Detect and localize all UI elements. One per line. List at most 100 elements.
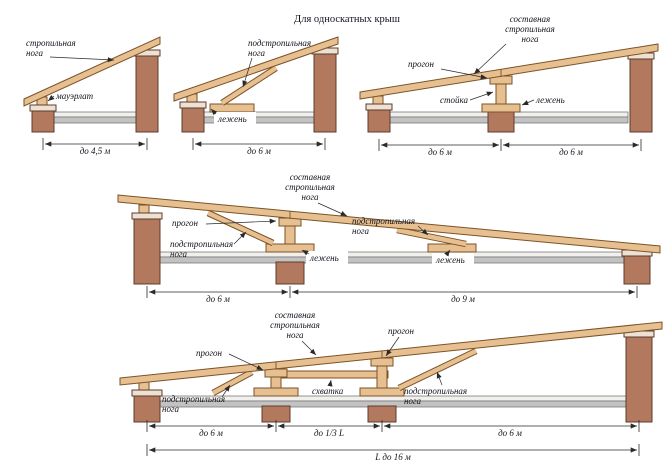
- label-composite-rafter: составная: [510, 14, 550, 24]
- leader-line: [469, 91, 494, 101]
- label-strut: подстропильная: [162, 394, 225, 404]
- left-wall: [365, 95, 393, 133]
- label-sleeper: лежень: [309, 253, 339, 263]
- leader-line: [228, 353, 264, 371]
- label-strut: нога: [162, 404, 179, 414]
- dimension-text: L до 16 м: [374, 452, 411, 462]
- leader-line: [417, 225, 429, 236]
- left-wall-cap: [131, 389, 163, 397]
- label-composite-rafter: стропильная: [505, 24, 555, 34]
- left-wall-cap: [365, 103, 393, 111]
- leader-line: [327, 379, 333, 387]
- leader-line: [301, 340, 317, 356]
- leader-line: [436, 371, 443, 386]
- left-wall-body: [367, 109, 391, 133]
- label-background: [214, 112, 256, 124]
- leader-line: [473, 43, 507, 75]
- left-wall: [131, 204, 163, 285]
- ceiling-slab: [159, 395, 627, 402]
- leader-line: [385, 336, 400, 357]
- strut-beam: [211, 369, 254, 396]
- dimension-text: до 6 м: [199, 428, 223, 438]
- label-strut: нога: [404, 396, 421, 406]
- strut-beam: [396, 226, 467, 248]
- left-wall: [131, 381, 163, 423]
- middle-pier: [261, 405, 291, 423]
- middle-pier: [367, 405, 397, 423]
- label-composite-rafter: составная: [290, 172, 330, 182]
- right-wall-body: [623, 255, 651, 285]
- label-purlin: прогон: [388, 326, 415, 336]
- rafter-beam: [359, 43, 659, 100]
- sleeper-beam: [427, 243, 477, 253]
- label-composite-rafter: нога: [302, 192, 319, 202]
- leader-line: [444, 249, 451, 257]
- dimension-text: до 6 м: [559, 147, 583, 157]
- right-wall-body: [629, 58, 653, 133]
- leader-line: [317, 202, 348, 217]
- left-wall-cap: [131, 212, 163, 220]
- tie-beam: [275, 370, 389, 379]
- leader-line: [521, 99, 535, 106]
- label-sleeper: лежень: [435, 255, 465, 265]
- leader-line: [205, 218, 277, 225]
- sleeper-beam: [209, 103, 255, 113]
- figure-title: Для односкатных крыш: [294, 14, 400, 25]
- left-wall: [29, 96, 57, 133]
- label-composite-rafter: стропильная: [285, 182, 335, 192]
- left-wall-cap: [179, 101, 207, 109]
- leader-line: [210, 108, 218, 116]
- right-wall: [311, 47, 339, 133]
- ceiling-slab: [53, 116, 137, 124]
- post-beam: [376, 365, 388, 389]
- dimension-text: до 1/3 L: [314, 428, 344, 438]
- label-background: [432, 253, 474, 266]
- dimension-text: до 6 м: [428, 147, 452, 157]
- diagram-upto-4-5m: стропильная нога мауэрлат до 4,5 м: [23, 36, 161, 156]
- dimension: до 6 м: [192, 138, 326, 156]
- dimension-text: до 6 м: [206, 294, 230, 304]
- right-wall: [627, 52, 655, 133]
- rafter-beam: [117, 194, 661, 254]
- label-composite-rafter: нога: [287, 330, 304, 340]
- purlin-beam: [264, 368, 288, 378]
- right-wall-body: [135, 55, 159, 133]
- ceiling-slab: [159, 256, 625, 264]
- label-sleeper: лежень: [217, 114, 247, 124]
- label-sleeper: лежень: [535, 95, 565, 105]
- label-strut: нога: [352, 226, 369, 236]
- dimension: до 4,5 м: [42, 138, 148, 156]
- rafter-beam: [23, 36, 161, 107]
- label-post: стойка: [440, 95, 468, 105]
- label-rafter-leg: нога: [26, 48, 43, 58]
- dimension: до 6 м до 9 м: [146, 286, 638, 304]
- label-strut: подстропильная: [170, 239, 233, 249]
- right-wall-body: [313, 53, 337, 133]
- post-beam: [495, 83, 507, 105]
- right-wall: [621, 249, 653, 285]
- label-strut: подстропильная: [352, 216, 415, 226]
- label-composite-rafter: стропильная: [270, 320, 320, 330]
- right-wall: [623, 330, 655, 423]
- label-strut: подстропильная: [248, 38, 311, 48]
- strut-beam: [206, 210, 275, 246]
- dimension: до 6 м до 1/3 L до 6 м L до 16 м: [146, 420, 640, 462]
- label-composite-rafter: нога: [522, 34, 539, 44]
- middle-pier: [487, 111, 515, 133]
- dimension-text: до 4,5 м: [80, 146, 111, 156]
- label-background: [306, 251, 348, 264]
- diagram-upto-6m: подстропильная нога лежень до 6 м: [173, 36, 339, 156]
- label-strut: нога: [170, 249, 187, 259]
- leader-line: [221, 384, 231, 398]
- left-wall-cap: [29, 104, 57, 112]
- sleeper-beam: [265, 243, 315, 253]
- label-composite-rafter: составная: [275, 310, 315, 320]
- label-purlin: прогон: [408, 59, 435, 69]
- label-purlin: прогон: [172, 218, 199, 228]
- sleeper-beam: [481, 103, 521, 113]
- rafter-beam: [173, 36, 339, 102]
- diagram-upto-16m: составная стропильная нога прогон прогон…: [119, 310, 663, 462]
- mauerlat-beam: [138, 204, 150, 214]
- sleeper-beam: [359, 387, 405, 397]
